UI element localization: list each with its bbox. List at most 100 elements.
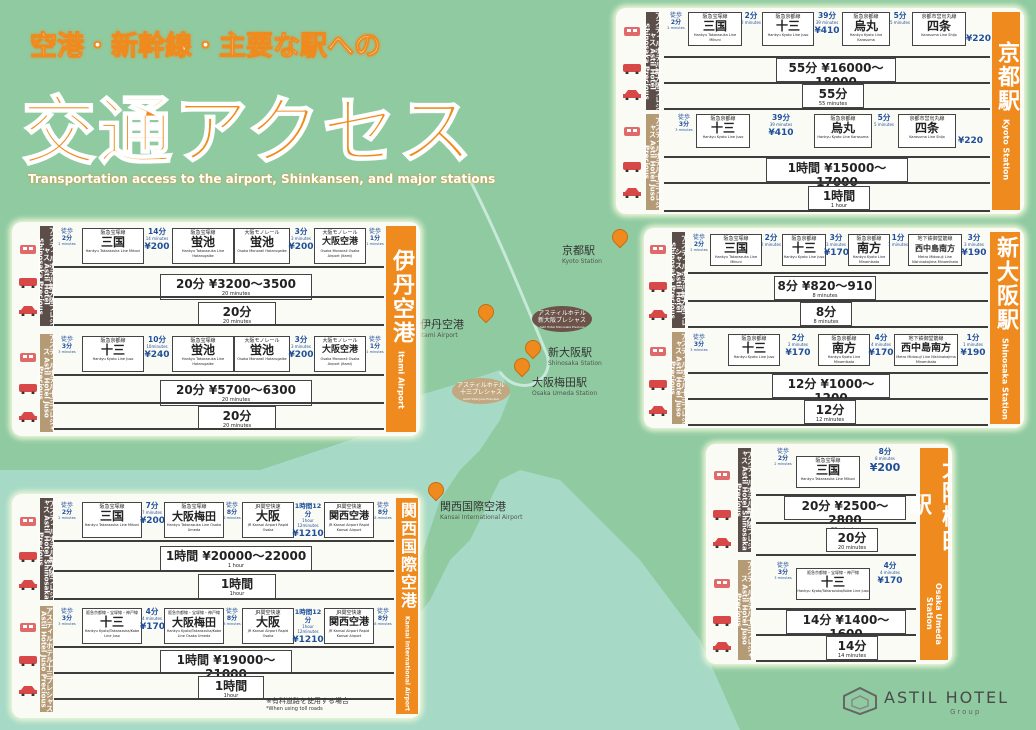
route-track — [756, 494, 916, 496]
limousine-bus-icon — [19, 278, 37, 288]
train-icon — [20, 245, 36, 254]
taxi-icon — [649, 310, 667, 320]
route-track — [54, 698, 394, 700]
taxi-icon — [623, 90, 641, 100]
taxi-icon — [649, 406, 667, 416]
train-icon — [714, 471, 730, 480]
taxi-icon — [623, 188, 641, 198]
train-icon — [20, 517, 36, 526]
hotel-marker-juso[interactable]: アスティルホテル 十三プレシャス Astil Hotel Juso Precio… — [452, 378, 510, 404]
route-track — [664, 56, 990, 58]
route-track — [688, 272, 988, 274]
hotel-marker-label: 新大阪プレシャス — [537, 317, 586, 324]
train-icon — [624, 27, 640, 36]
route-track — [54, 296, 384, 298]
route-track — [688, 300, 988, 302]
hotel-label-juso: アスティルホテル十三プレシャス Astil Hotel Juso Preciou… — [668, 332, 689, 424]
toll-road-note-en: *When using toll roads — [266, 706, 323, 712]
hotel-label-shinosaka: アスティルホテル新大阪プレシャス Astil Hotel Shinosaka P… — [642, 12, 663, 110]
hotel-label-juso: アスティルホテル十三プレシャス Astil Hotel Juso Preciou… — [734, 560, 755, 660]
route-track — [54, 428, 384, 430]
taxi-icon — [713, 538, 731, 548]
hotel-label-shinosaka: アスティルホテル新大阪プレシャス Astil Hotel Shinosaka P… — [734, 448, 755, 552]
hotel-marker-label: Astil Hotel Juso Precious — [462, 397, 499, 401]
hotel-label-shinosaka: アスティルホテル新大阪プレシャス Astil Hotel Shinosaka P… — [36, 226, 57, 326]
train-icon — [20, 353, 36, 362]
limousine-time-box: 12分 ¥1000〜120012 minutes — [772, 374, 890, 411]
limousine-bus-icon — [19, 384, 37, 394]
hotel-marker-shinosaka[interactable]: アスティルホテル 新大阪プレシャス Astil Hotel Shinosaka … — [532, 306, 592, 332]
taxi-icon — [19, 412, 37, 422]
route-track — [756, 554, 916, 556]
route-track — [54, 402, 384, 404]
taxi-icon — [713, 642, 731, 652]
hotel-marker-label: アスティルホテル — [457, 382, 505, 389]
train-icon — [714, 579, 730, 588]
limousine-bus-icon — [19, 656, 37, 666]
limousine-bus-icon — [623, 64, 641, 74]
route-track — [54, 672, 394, 674]
limousine-bus-icon — [649, 282, 667, 292]
route-track — [54, 374, 384, 376]
hotel-label-juso: アスティルホテル十三プレシャス Astil Hotel Juso Preciou… — [39, 606, 54, 712]
limousine-bus-icon — [713, 616, 731, 626]
route-track — [688, 424, 988, 426]
limousine-bus-icon — [623, 162, 641, 172]
hotel-marker-label: 十三プレシャス — [459, 389, 502, 396]
route-track — [664, 182, 990, 184]
route-track — [54, 540, 394, 542]
